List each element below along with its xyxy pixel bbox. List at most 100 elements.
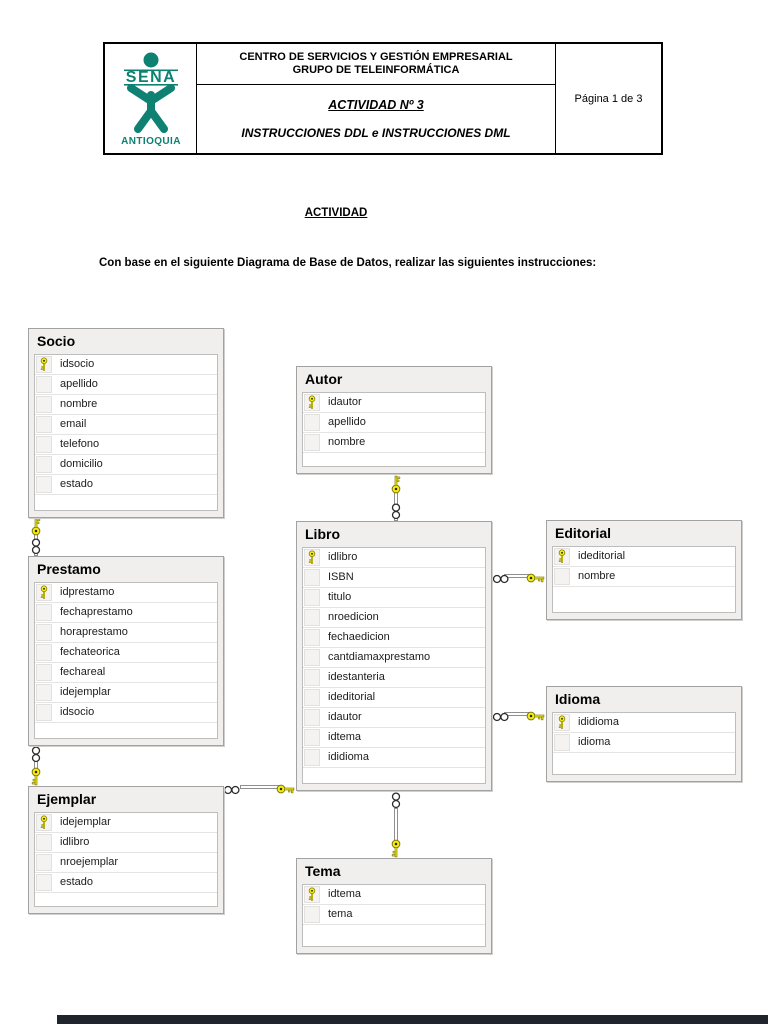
field-name: nombre bbox=[60, 398, 98, 410]
table-field-row: tema bbox=[303, 905, 485, 925]
key-one-icon bbox=[526, 570, 546, 588]
table-field-row: fechateorica bbox=[35, 643, 217, 663]
many-infinity-icon bbox=[492, 709, 510, 727]
field-name: fechaprestamo bbox=[60, 606, 133, 618]
field-name: apellido bbox=[328, 416, 366, 428]
logo-cell: SENA ANTIOQUIA bbox=[105, 44, 197, 153]
table-field-row: idprestamo bbox=[35, 583, 217, 603]
field-name: ideditorial bbox=[328, 691, 376, 703]
field-name: apellido bbox=[60, 378, 98, 390]
table-field-list: idprestamo fechaprestamo horaprestamo fecha… bbox=[34, 582, 218, 739]
table-field-row: nombre bbox=[553, 567, 735, 587]
field-name: idsocio bbox=[60, 706, 95, 718]
table-field-row: ididioma bbox=[553, 713, 735, 733]
table-field-row: ISBN bbox=[303, 568, 485, 588]
field-name: cantdiamaxprestamo bbox=[328, 651, 431, 663]
primary-key-icon bbox=[554, 714, 570, 731]
many-infinity-icon bbox=[492, 571, 510, 589]
many-infinity-icon bbox=[391, 791, 401, 814]
field-icon-cell bbox=[304, 629, 320, 646]
field-icon-cell bbox=[304, 709, 320, 726]
field-icon-cell bbox=[36, 644, 52, 661]
table-field-row: idejemplar bbox=[35, 683, 217, 703]
field-name: idprestamo bbox=[60, 586, 115, 598]
table-title: Autor bbox=[305, 371, 343, 387]
field-icon-cell bbox=[36, 416, 52, 433]
field-name: titulo bbox=[328, 591, 352, 603]
many-infinity-icon bbox=[391, 502, 401, 525]
table-field-row: estado bbox=[35, 873, 217, 893]
field-name: idtema bbox=[328, 731, 362, 743]
table-field-row: apellido bbox=[35, 375, 217, 395]
field-name: telefono bbox=[60, 438, 100, 450]
primary-key-icon bbox=[36, 814, 52, 831]
table-field-list: idejemplar idlibro nroejemplar estado bbox=[34, 812, 218, 907]
field-icon-cell bbox=[36, 376, 52, 393]
table-field-row: apellido bbox=[303, 413, 485, 433]
table-title: Tema bbox=[305, 863, 341, 879]
header-org-line1: CENTRO DE SERVICIOS Y GESTIÓN EMPRESARIA… bbox=[239, 51, 513, 63]
sena-antioquia-logo: SENA ANTIOQUIA bbox=[121, 52, 180, 147]
many-infinity-icon bbox=[223, 782, 241, 800]
table-field-row: email bbox=[35, 415, 217, 435]
primary-key-icon bbox=[36, 356, 52, 373]
table-field-list: ididioma idioma bbox=[552, 712, 736, 775]
field-name: idestanteria bbox=[328, 671, 385, 683]
table-field-row: idestanteria bbox=[303, 668, 485, 688]
logo-brand-text: SENA bbox=[125, 69, 175, 86]
field-name: email bbox=[60, 418, 87, 430]
header-activity-cell: ACTIVIDAD Nº 3 INSTRUCCIONES DDL e INSTR… bbox=[197, 85, 555, 153]
field-icon-cell bbox=[304, 729, 320, 746]
field-icon-cell bbox=[36, 834, 52, 851]
key-one-icon bbox=[391, 839, 401, 864]
primary-key-icon bbox=[304, 549, 320, 566]
field-icon-cell bbox=[554, 568, 570, 585]
field-name: nombre bbox=[578, 570, 616, 582]
field-name: idtema bbox=[328, 888, 362, 900]
field-name: idioma bbox=[578, 736, 611, 748]
table-field-row: nombre bbox=[303, 433, 485, 453]
table-field-row: estado bbox=[35, 475, 217, 495]
table-title: Ejemplar bbox=[37, 791, 97, 807]
key-one-icon bbox=[31, 516, 41, 541]
field-icon-cell bbox=[304, 749, 320, 766]
table-field-row: fechaedicion bbox=[303, 628, 485, 648]
header-center-cell: CENTRO DE SERVICIOS Y GESTIÓN EMPRESARIA… bbox=[197, 44, 556, 153]
table-field-row: ididioma bbox=[303, 748, 485, 768]
field-icon-cell bbox=[36, 874, 52, 891]
field-icon-cell bbox=[36, 476, 52, 493]
table-field-row: idlibro bbox=[303, 548, 485, 568]
field-icon-cell bbox=[554, 734, 570, 751]
field-name: fechaedicion bbox=[328, 631, 390, 643]
field-icon-cell bbox=[36, 854, 52, 871]
field-icon-cell bbox=[304, 434, 320, 451]
table-field-row: nombre bbox=[35, 395, 217, 415]
table-field-row: idsocio bbox=[35, 703, 217, 723]
field-icon-cell bbox=[36, 396, 52, 413]
field-name: ididioma bbox=[328, 751, 369, 763]
table-field-row: telefono bbox=[35, 435, 217, 455]
field-name: fechateorica bbox=[60, 646, 120, 658]
field-name: idautor bbox=[328, 711, 362, 723]
field-name: idlibro bbox=[60, 836, 90, 848]
header-org-line2: GRUPO DE TELEINFORMÁTICA bbox=[292, 64, 460, 76]
header-activity-subtitle: INSTRUCCIONES DDL e INSTRUCCIONES DML bbox=[241, 125, 511, 140]
field-icon-cell bbox=[304, 669, 320, 686]
table-title: Editorial bbox=[555, 525, 612, 541]
intro-paragraph: Con base en el siguiente Diagrama de Bas… bbox=[99, 257, 597, 269]
primary-key-icon bbox=[304, 886, 320, 903]
table-field-row: titulo bbox=[303, 588, 485, 608]
primary-key-icon bbox=[554, 548, 570, 565]
field-icon-cell bbox=[304, 609, 320, 626]
field-name: nroejemplar bbox=[60, 856, 119, 868]
table-field-row: horaprestamo bbox=[35, 623, 217, 643]
field-name: idsocio bbox=[60, 358, 95, 370]
table-field-row: idejemplar bbox=[35, 813, 217, 833]
